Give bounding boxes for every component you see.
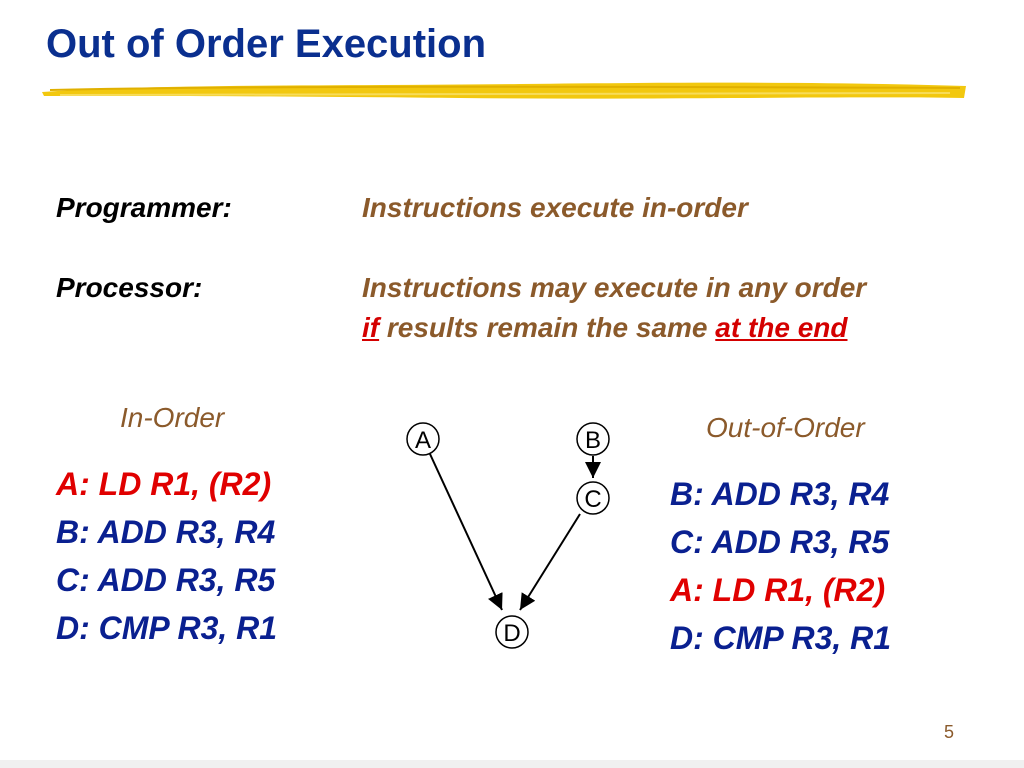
node-b-label: B bbox=[585, 427, 601, 454]
node-c-circle bbox=[576, 481, 610, 515]
in-order-line: C: ADD R3, R5 bbox=[56, 562, 276, 598]
node-a-label: A bbox=[415, 427, 431, 454]
edge-c-to-d bbox=[519, 513, 581, 611]
node-b-circle bbox=[576, 422, 610, 456]
processor-text-line2: if results remain the same at the end bbox=[362, 312, 848, 344]
in-order-line: B: ADD R3, R4 bbox=[56, 514, 276, 550]
out-of-order-line: B: ADD R3, R4 bbox=[670, 476, 890, 512]
out-of-order-line: A: LD R1, (R2) bbox=[670, 572, 886, 608]
at-the-end-emphasis: at the end bbox=[715, 312, 848, 343]
in-order-list: A: LD R1, (R2) B: ADD R3, R4 C: ADD R3, … bbox=[56, 460, 277, 652]
edge-a-to-d bbox=[429, 453, 503, 611]
node-d-label: D bbox=[503, 620, 520, 647]
if-emphasis: if bbox=[362, 312, 380, 343]
node-a-circle bbox=[406, 422, 440, 456]
node-c-label: C bbox=[584, 486, 601, 513]
out-of-order-line: D: CMP R3, R1 bbox=[670, 620, 892, 656]
dependency-graph: A B C D bbox=[406, 422, 610, 649]
in-order-header: In-Order bbox=[120, 402, 225, 433]
slide-title: Out of Order Execution bbox=[46, 22, 487, 66]
page-number: 5 bbox=[944, 722, 955, 742]
processor-text-line1: Instructions may execute in any order bbox=[362, 272, 867, 303]
in-order-line: A: LD R1, (R2) bbox=[56, 466, 272, 502]
out-of-order-line: C: ADD R3, R5 bbox=[670, 524, 890, 560]
processor-label: Processor: bbox=[56, 272, 203, 303]
title-underline-stroke bbox=[42, 82, 966, 99]
node-d-circle bbox=[495, 615, 529, 649]
out-of-order-list: B: ADD R3, R4 C: ADD R3, R5 A: LD R1, (R… bbox=[670, 470, 891, 662]
bottom-divider bbox=[0, 760, 1024, 768]
in-order-line: D: CMP R3, R1 bbox=[56, 610, 278, 646]
out-of-order-header: Out-of-Order bbox=[706, 412, 865, 443]
programmer-text: Instructions execute in-order bbox=[362, 192, 748, 223]
processor-text-mid: results remain the same bbox=[379, 312, 716, 343]
programmer-label: Programmer: bbox=[56, 192, 232, 223]
